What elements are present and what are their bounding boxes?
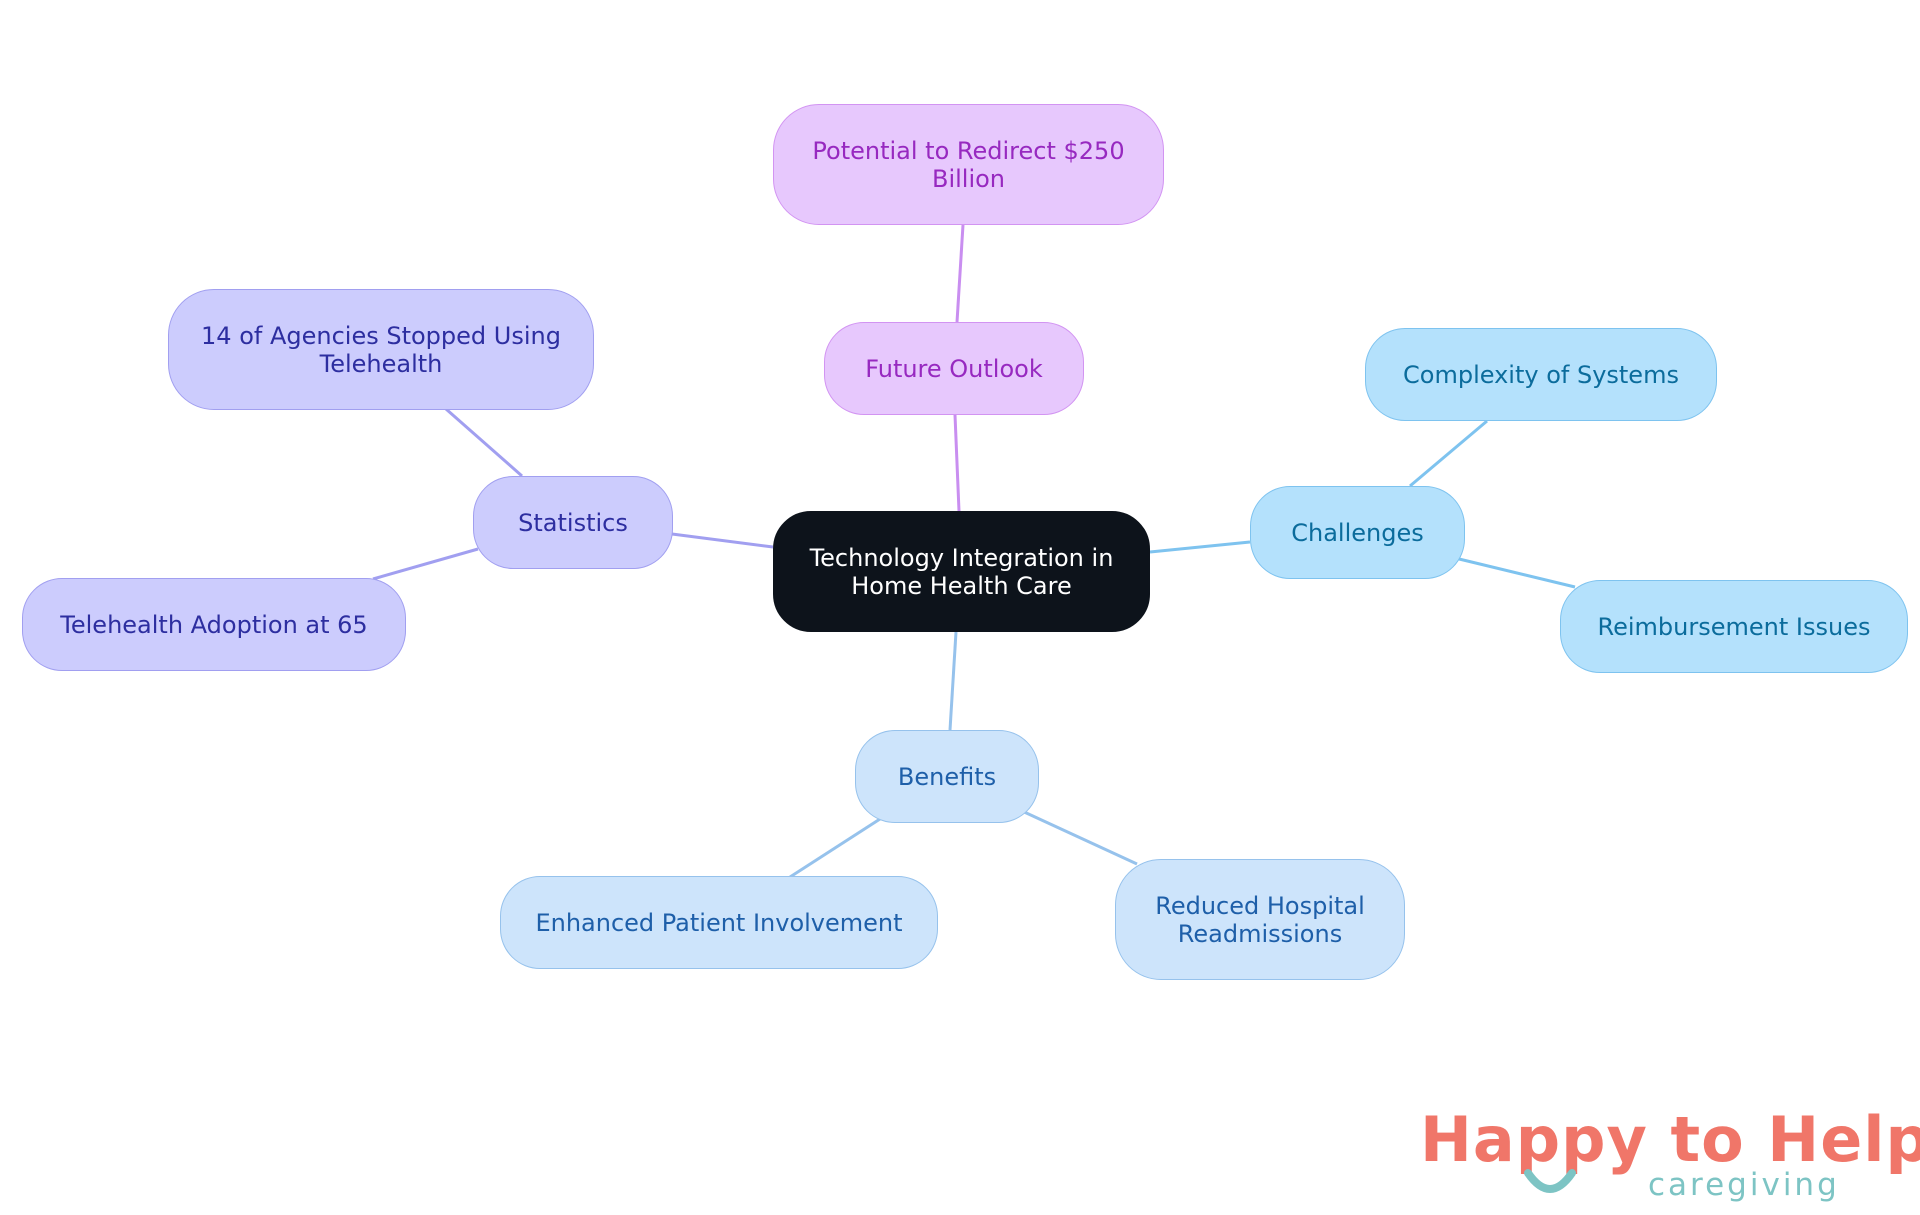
- logo-sub-text: caregiving: [1648, 1167, 1840, 1203]
- reimbursement-issues-node: Reimbursement Issues: [1560, 580, 1908, 673]
- future-outlook-node: Future Outlook: [824, 322, 1084, 415]
- agencies-stopped-node: 14 of Agencies Stopped Using Telehealth: [168, 289, 594, 410]
- challenges-node: Challenges: [1250, 486, 1465, 579]
- smile-icon: [1524, 1169, 1576, 1193]
- edge-future-redirect: [955, 224, 965, 323]
- edge-challenges-complexity: [1409, 419, 1488, 488]
- complexity-of-systems-node: Complexity of Systems: [1365, 328, 1717, 421]
- enhanced-patient-involvement-node: Enhanced Patient Involvement: [500, 876, 938, 969]
- edge-statistics-adoption: [372, 547, 479, 581]
- root-node: Technology Integration in Home Health Ca…: [773, 511, 1150, 632]
- statistics-node: Statistics: [473, 476, 673, 569]
- edge-root-statistics: [671, 532, 774, 549]
- happy-to-help-logo: Happy to Help caregiving: [1420, 1105, 1920, 1205]
- logo-main-text: Happy to Help: [1420, 1103, 1920, 1176]
- reduced-hospital-readmissions-node: Reduced Hospital Readmissions: [1115, 859, 1405, 980]
- edge-benefits-enhanced: [789, 817, 881, 879]
- edge-root-future: [953, 414, 961, 512]
- redirect-250-billion-node: Potential to Redirect $250 Billion: [773, 104, 1164, 225]
- edge-root-benefits: [948, 631, 958, 731]
- edge-root-challenges: [1149, 540, 1251, 554]
- benefits-node: Benefits: [855, 730, 1039, 823]
- edge-statistics-agencies: [445, 407, 523, 478]
- edge-challenges-reimbursement: [1454, 556, 1576, 589]
- edge-benefits-reduced: [1021, 809, 1138, 866]
- telehealth-adoption-node: Telehealth Adoption at 65: [22, 578, 406, 671]
